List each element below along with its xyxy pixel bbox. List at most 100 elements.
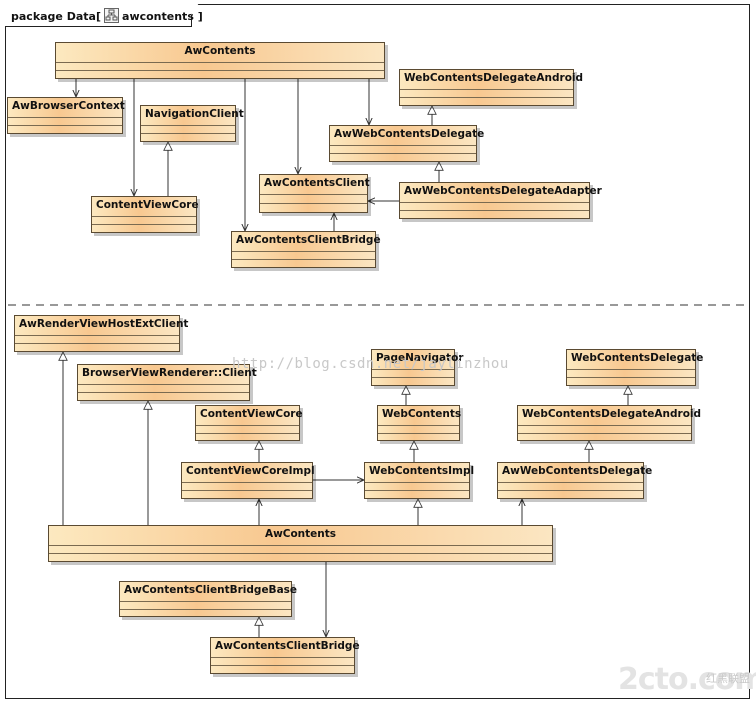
attribute-compartment <box>78 384 249 385</box>
class-awcontentsclient[interactable]: AwContentsClient <box>259 174 370 213</box>
operation-compartment <box>365 490 469 491</box>
operation-compartment <box>56 70 384 71</box>
operation-compartment <box>196 433 299 434</box>
class-awrenderviewhostextclient[interactable]: AwRenderViewHostExtClient <box>14 315 189 352</box>
class-diagram-icon <box>104 8 120 23</box>
class-name: WebContentsDelegateAndroid <box>522 408 702 420</box>
site-logo-subtitle: 红黑联盟 <box>706 672 750 685</box>
class-awcontentsclientbridge-top[interactable]: AwContentsClientBridge <box>231 231 381 268</box>
class-navigationclient[interactable]: NavigationClient <box>140 105 244 142</box>
attribute-compartment <box>141 125 235 126</box>
class-webcontentsdelegate[interactable]: WebContentsDelegate <box>566 349 704 386</box>
open-bracket: [ <box>95 10 102 23</box>
operation-compartment <box>182 490 312 491</box>
diagram-name: awcontents <box>122 10 194 23</box>
operation-compartment <box>78 392 249 393</box>
attribute-compartment <box>378 425 459 426</box>
operation-compartment <box>330 153 476 154</box>
attribute-compartment <box>92 216 196 217</box>
operation-compartment <box>141 133 235 134</box>
class-name: AwContentsClientBridge <box>236 234 381 246</box>
attribute-compartment <box>56 62 384 63</box>
class-name: WebContents <box>382 408 462 420</box>
operation-compartment <box>92 224 196 225</box>
operation-compartment <box>120 609 291 610</box>
class-name: AwBrowserContext <box>12 100 125 112</box>
class-name: AwContentsClientBridge <box>215 640 360 652</box>
class-webcontents[interactable]: WebContents <box>377 405 462 441</box>
operation-compartment <box>378 433 459 434</box>
class-webcontentsimpl[interactable]: WebContentsImpl <box>364 462 475 499</box>
class-name: BrowserViewRenderer::Client <box>82 367 257 379</box>
class-awwebcontentsdelegate-bottom[interactable]: AwWebContentsDelegate <box>497 462 653 499</box>
operation-compartment <box>232 259 375 260</box>
class-contentviewcore-top[interactable]: ContentViewCore <box>91 196 199 233</box>
class-contentviewcoreimpl[interactable]: ContentViewCoreImpl <box>181 462 315 499</box>
class-name: WebContentsImpl <box>369 465 475 477</box>
operation-compartment <box>49 553 552 554</box>
package-frame <box>5 4 750 699</box>
package-keyword: package <box>11 10 63 23</box>
class-webcontentsdelegateandroid-top[interactable]: WebContentsDelegateAndroid <box>399 69 584 106</box>
attribute-compartment <box>260 194 367 195</box>
class-awbrowsercontext[interactable]: AwBrowserContext <box>7 97 125 134</box>
operation-compartment <box>260 203 367 204</box>
class-webcontentsdelegateandroid-bottom[interactable]: WebContentsDelegateAndroid <box>517 405 702 441</box>
package-name: Data <box>66 10 96 23</box>
operation-compartment <box>400 97 573 98</box>
class-awcontentsclientbridge-bottom[interactable]: AwContentsClientBridge <box>210 637 360 674</box>
class-name: ContentViewCore <box>200 408 303 420</box>
class-pagenavigator[interactable]: PageNavigator <box>371 349 464 386</box>
class-name: AwWebContentsDelegateAdapter <box>404 185 602 197</box>
attribute-compartment <box>400 89 573 90</box>
attribute-compartment <box>518 425 691 426</box>
class-awcontentsclientbridgebase[interactable]: AwContentsClientBridgeBase <box>119 581 298 617</box>
attribute-compartment <box>211 657 354 658</box>
class-name: AwWebContentsDelegate <box>502 465 653 477</box>
class-name: AwContentsClient <box>264 177 370 189</box>
class-name: ContentViewCoreImpl <box>186 465 315 477</box>
operation-compartment <box>567 377 695 378</box>
class-name: AwContents <box>184 45 256 57</box>
class-awwebcontentsdelegateadapter[interactable]: AwWebContentsDelegateAdapter <box>399 182 602 219</box>
class-name: PageNavigator <box>376 352 464 364</box>
class-name: WebContentsDelegate <box>571 352 704 364</box>
class-name: NavigationClient <box>145 108 244 120</box>
attribute-compartment <box>372 369 454 370</box>
attribute-compartment <box>8 117 122 118</box>
attribute-compartment <box>49 545 552 546</box>
attribute-compartment <box>196 425 299 426</box>
operation-compartment <box>498 490 643 491</box>
close-bracket: ] <box>197 10 203 23</box>
class-contentviewcore-bottom[interactable]: ContentViewCore <box>195 405 303 441</box>
watermark-url: http://blog.csdn.net/jaylinzhou <box>232 356 509 372</box>
attribute-compartment <box>567 369 695 370</box>
class-name: ContentViewCore <box>96 199 199 211</box>
package-tab: package Data[ awcontents ] <box>5 3 203 27</box>
site-logo: 2cto.com <box>618 662 756 697</box>
attribute-compartment <box>232 251 375 252</box>
class-awcontents-bottom[interactable]: AwContents <box>48 525 553 562</box>
operation-compartment <box>8 125 122 126</box>
class-browserviewrenderer-client[interactable]: BrowserViewRenderer::Client <box>77 364 257 401</box>
class-name: AwWebContentsDelegate <box>334 128 485 140</box>
operation-compartment <box>518 433 691 434</box>
attribute-compartment <box>120 601 291 602</box>
attribute-compartment <box>182 482 312 483</box>
attribute-compartment <box>498 482 643 483</box>
class-name: AwContents <box>264 528 337 540</box>
package-title: package Data[ awcontents ] <box>11 8 203 23</box>
class-name: AwRenderViewHostExtClient <box>19 318 189 330</box>
class-name: WebContentsDelegateAndroid <box>404 72 584 84</box>
operation-compartment <box>15 343 179 344</box>
operation-compartment <box>372 377 454 378</box>
class-awwebcontentsdelegate-top[interactable]: AwWebContentsDelegate <box>329 125 485 162</box>
attribute-compartment <box>400 202 589 203</box>
class-awcontents-top[interactable]: AwContents <box>55 42 385 79</box>
operation-compartment <box>400 210 589 211</box>
attribute-compartment <box>15 335 179 336</box>
attribute-compartment <box>365 482 469 483</box>
attribute-compartment <box>330 145 476 146</box>
class-name: AwContentsClientBridgeBase <box>124 584 298 596</box>
